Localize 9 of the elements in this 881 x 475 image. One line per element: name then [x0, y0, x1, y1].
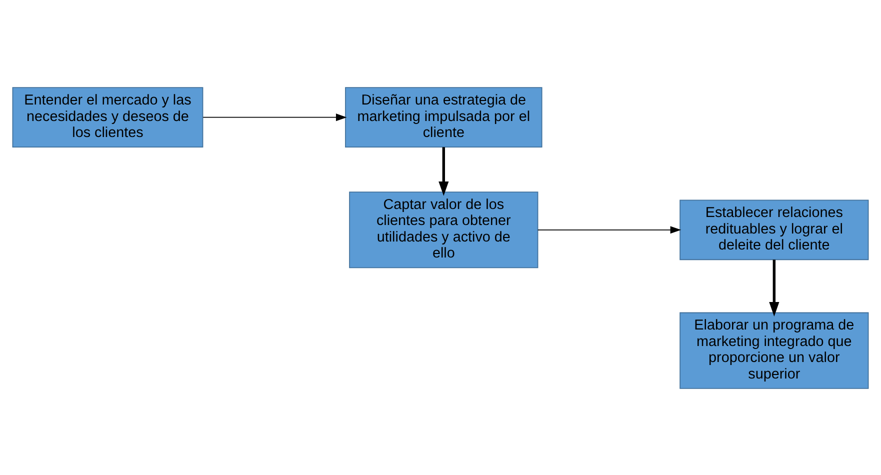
node-box: Elaborar un programa de marketing integrado que proporcione un valor superior — [680, 312, 869, 388]
node-box: Diseñar una estrategia de marketing impulsada por el cliente — [345, 86, 542, 147]
node-box: Entender el mercado y las necesidades y deseos de los clientes — [12, 86, 204, 147]
arrow — [537, 226, 682, 234]
arrow — [202, 113, 347, 121]
arrow — [769, 259, 780, 316]
node-box: Captar valor de los clientes para obtener utilidades y activo de ello — [349, 191, 538, 268]
arrow — [438, 146, 449, 196]
node-box: Establecer relaciones redituables y lograr el deleite del cliente — [680, 199, 869, 260]
